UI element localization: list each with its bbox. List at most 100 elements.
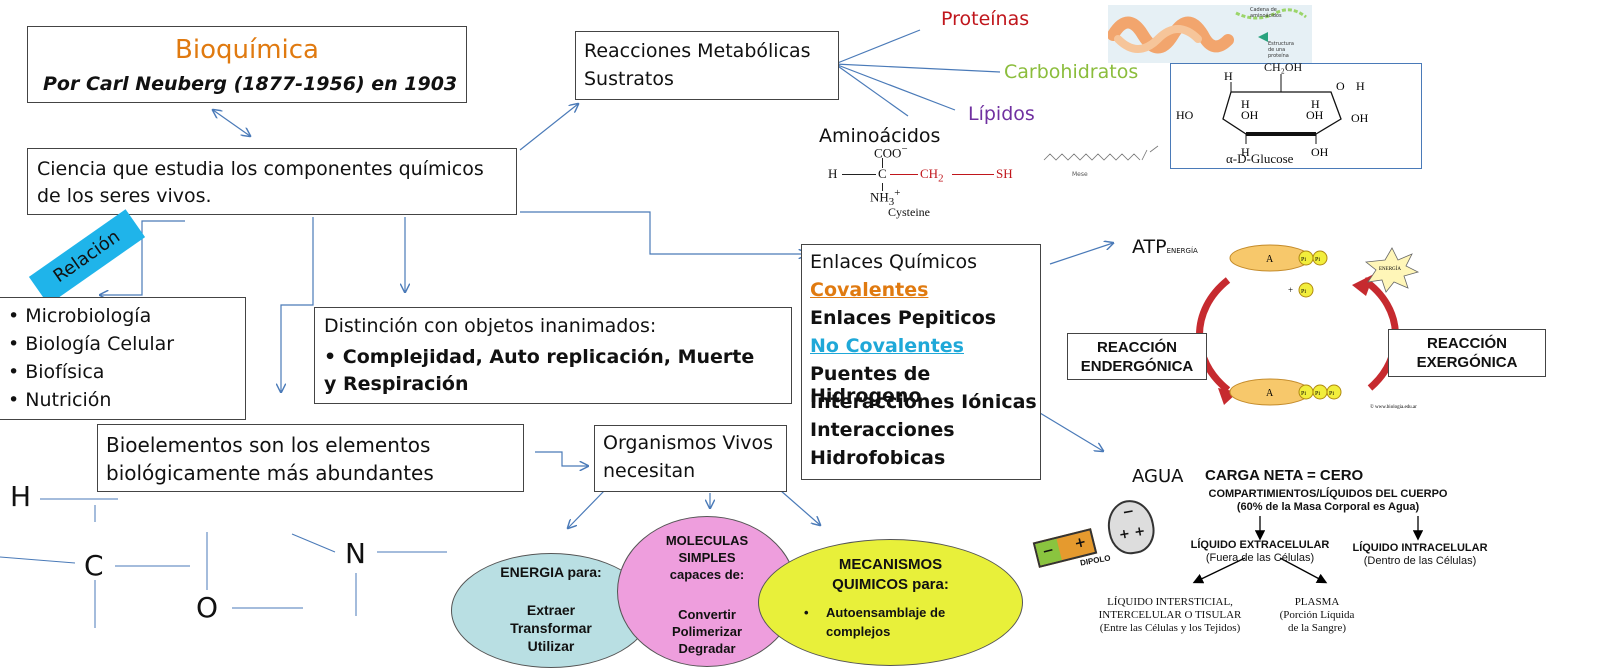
agua-label: AGUA xyxy=(1132,466,1184,487)
mecanismos-item: •Autoensamblaje de complejos xyxy=(804,603,1022,641)
energia-ellipse: ENERGIA para: Extraer Transformar Utiliz… xyxy=(451,553,651,668)
enlaces-covalentes: Covalentes xyxy=(810,279,929,301)
svg-text:OH: OH xyxy=(1351,111,1369,125)
svg-text:+: + xyxy=(1288,285,1293,295)
enlaces-hidro2: Hidrofobicas xyxy=(810,447,946,469)
glucose-name: α-D-Glucose xyxy=(1226,151,1294,166)
organismos-box: Organismos Vivos necesitan xyxy=(594,425,787,492)
lipid-image: Mese xyxy=(1043,145,1159,178)
agua-carga: CARGA NETA = CERO xyxy=(1205,467,1364,484)
enlaces-puentes: Puentes de Hidrogeno xyxy=(810,363,931,407)
cysteine-ch2: CH2 xyxy=(920,166,944,185)
atp-label: ATPENERGÍA xyxy=(1132,236,1198,258)
svg-text:OH: OH xyxy=(1306,108,1324,122)
svg-text:Pi: Pi xyxy=(1301,391,1306,397)
moleculas-item: Convertir xyxy=(678,607,736,622)
energia-item: Transformar xyxy=(510,620,592,636)
reacciones-line1: Reacciones Metabólicas xyxy=(584,40,811,62)
cysteine-coo: COO− xyxy=(874,143,908,161)
svg-text:Pi: Pi xyxy=(1301,289,1306,295)
bioelementos-line2: biológicamente más abundantes xyxy=(106,461,434,485)
dipolo-plus: + xyxy=(1072,533,1089,553)
definition-box: Ciencia que estudia los componentes quím… xyxy=(27,148,517,215)
endergonica-line1: REACCIÓN xyxy=(1096,339,1177,356)
element-c: C xyxy=(84,549,104,582)
svg-text:Pi: Pi xyxy=(1329,391,1334,397)
svg-text:OH: OH xyxy=(1241,108,1259,122)
energia-item: Extraer xyxy=(526,602,576,618)
mecanismos-ellipse: MECANISMOS QUIMICOS para: •Autoensamblaj… xyxy=(758,539,1023,666)
relation-item: • Microbiología xyxy=(8,305,152,327)
energia-title: ENERGIA para: xyxy=(500,564,602,580)
svg-text:H: H xyxy=(1241,97,1250,111)
cysteine-structure: COO− H C CH2 SH NH3+ Cysteine xyxy=(820,143,1030,219)
svg-text:A: A xyxy=(1266,388,1274,399)
moleculas-item: Polimerizar xyxy=(671,624,743,639)
relation-item: • Biología Celular xyxy=(8,333,175,355)
page-title: Bioquímica xyxy=(175,35,319,65)
substrate-lipidos: Lípidos xyxy=(968,103,1035,125)
title-box: Bioquímica Por Carl Neuberg (1877-1956) … xyxy=(27,26,467,103)
atp-cycle-diagram: A A Pi Pi Pi Pi Pi Pi + ENERGÍA © www.bi… xyxy=(1196,244,1420,410)
protein-chain-icon xyxy=(1108,8,1307,54)
svg-text:ENERGÍA: ENERGÍA xyxy=(1379,266,1401,272)
mecanismos-title: MECANISMOS QUIMICOS para: xyxy=(832,556,949,593)
definition-text: Ciencia que estudia los componentes quím… xyxy=(37,158,484,207)
moleculas-item: Degradar xyxy=(678,641,736,656)
endergonica-box: REACCIÓN ENDERGÓNICA xyxy=(1067,333,1207,380)
exergonica-line2: EXERGÓNICA xyxy=(1416,354,1518,371)
liquido-intersticial: LÍQUIDO INTERSTICIAL,INTERCELULAR O TISU… xyxy=(1098,596,1242,634)
svg-text:H: H xyxy=(1311,97,1320,111)
enlaces-no-covalentes: No Covalentes xyxy=(810,335,964,357)
agua-compartimientos: COMPARTIMIENTOS/LÍQUIDOS DEL CUERPO(60% … xyxy=(1208,488,1448,513)
cysteine-c: C xyxy=(878,166,887,181)
relation-item: • Biofísica xyxy=(8,361,105,383)
cysteine-nh3: NH3+ xyxy=(870,187,901,208)
substrate-carbohidratos: Carbohidratos xyxy=(1004,61,1139,83)
mecanismos-text: Autoensamblaje de complejos xyxy=(826,605,946,639)
glucose-image: HO H H OH H OH O H OH H OH CH₂OH α-D-Glu… xyxy=(1170,60,1422,169)
water-tree-arrows xyxy=(1192,516,1424,584)
distinction-box: Distinción con objetos inanimados: • Com… xyxy=(314,307,792,404)
moleculas-title: MOLECULAS SIMPLES capaces de: xyxy=(665,533,749,582)
endergonica-line2: ENDERGÓNICA xyxy=(1080,358,1194,375)
cysteine-name: Cysteine xyxy=(888,205,930,219)
exergonica-box: REACCIÓN EXERGÓNICA xyxy=(1388,329,1546,377)
lipid-label: Mese xyxy=(1072,171,1088,178)
enlaces-title: Enlaces Químicos xyxy=(810,251,978,273)
element-o: O xyxy=(196,591,219,624)
element-h: H xyxy=(10,480,32,513)
substrate-proteinas: Proteínas xyxy=(941,8,1030,30)
svg-text:O: O xyxy=(1336,79,1345,93)
svg-text:Pi: Pi xyxy=(1315,391,1320,397)
distinction-items: • Complejidad, Auto replicación, Muerte … xyxy=(324,346,755,395)
svg-text:Pi: Pi xyxy=(1301,257,1306,263)
substrate-aminoacidos: Aminoácidos xyxy=(819,125,941,147)
organismos-line2: necesitan xyxy=(603,460,696,482)
reacciones-box: Reacciones Metabólicas Sustratos xyxy=(575,31,839,100)
enlaces-hidro1: Interacciones xyxy=(810,419,955,441)
svg-text:OH: OH xyxy=(1311,145,1329,159)
svg-text:© www.biologia.edu.ar: © www.biologia.edu.ar xyxy=(1370,404,1417,410)
distinction-heading: Distinción con objetos inanimados: xyxy=(324,315,657,337)
bioelementos-box: Bioelementos son los elementos biológica… xyxy=(97,424,524,492)
reacciones-line2: Sustratos xyxy=(584,68,674,90)
relation-item: • Nutrición xyxy=(8,389,112,411)
element-n: N xyxy=(345,537,366,570)
relations-box: • Microbiología • Biología Celular • Bio… xyxy=(0,297,246,420)
liquido-intracelular: LÍQUIDO INTRACELULAR(Dentro de las Célul… xyxy=(1352,542,1488,567)
dipolo-minus: − xyxy=(1035,538,1062,566)
enlaces-box: Enlaces Químicos Covalentes Enlaces Pepi… xyxy=(801,244,1041,480)
cysteine-sh: SH xyxy=(996,166,1013,181)
svg-text:H: H xyxy=(1224,69,1233,83)
svg-text:Pi: Pi xyxy=(1315,257,1320,263)
exergonica-line1: REACCIÓN xyxy=(1426,335,1507,352)
svg-text:A: A xyxy=(1266,254,1274,265)
bioelementos-line1: Bioelementos son los elementos xyxy=(106,433,431,457)
liquido-extracelular: LÍQUIDO EXTRACELULAR(Fuera de las Célula… xyxy=(1190,539,1330,564)
